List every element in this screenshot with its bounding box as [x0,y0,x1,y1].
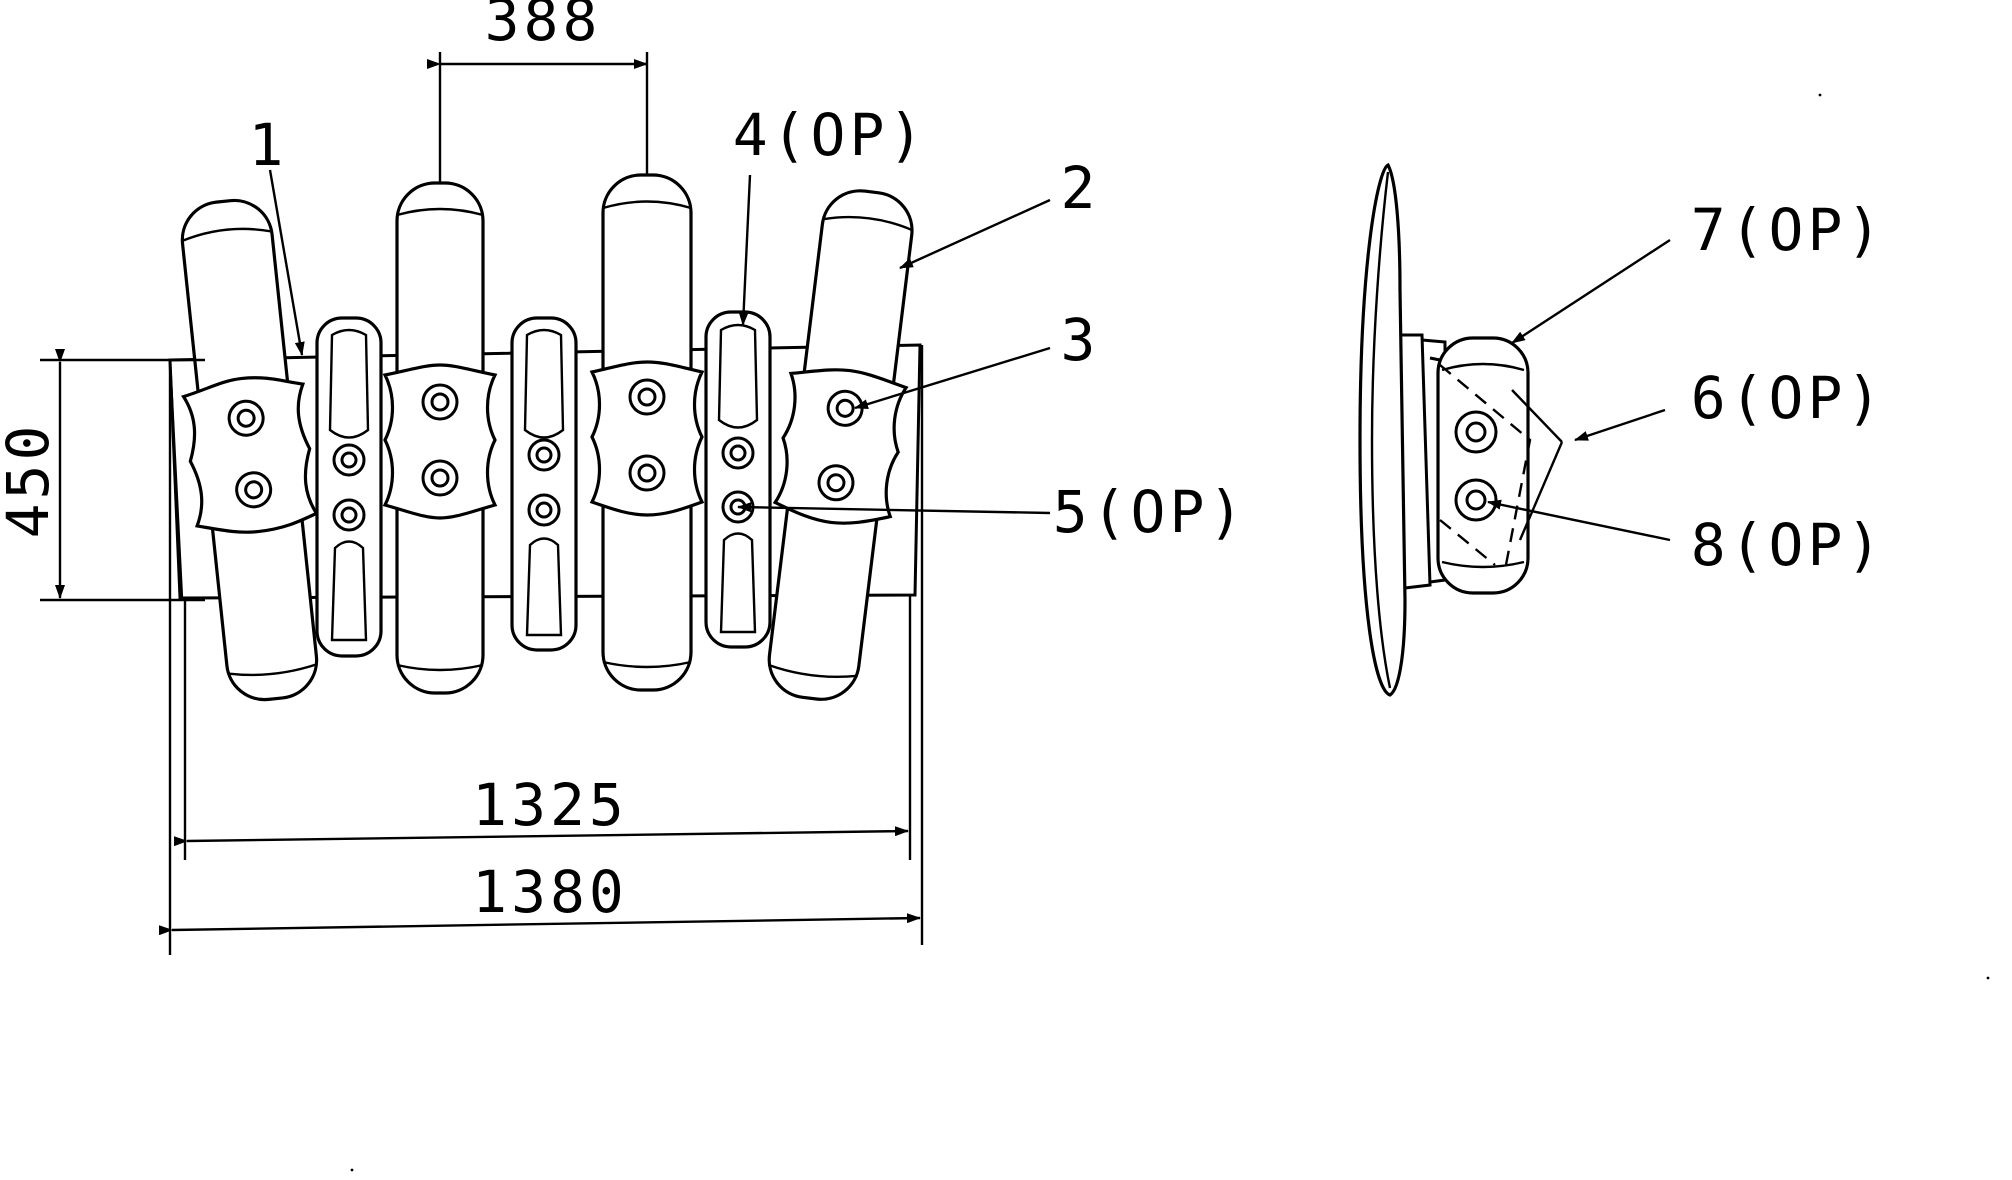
svg-text:4(OP): 4(OP) [733,101,928,169]
dimension-388: 388 [427,0,649,183]
callout-7: 7(OP) [1511,196,1886,345]
speck [1818,93,1822,97]
front-view: 388 450 1325 1380 1 [0,0,1248,955]
svg-text:3: 3 [1061,306,1100,374]
svg-text:1: 1 [249,111,288,179]
callout-1: 1 [249,111,305,356]
side-view: 7(OP) 6(OP) 8(OP) [1358,162,1886,697]
large-handle-1 [180,198,319,702]
svg-text:8(OP): 8(OP) [1691,511,1886,579]
side-holder-body [1436,336,1530,595]
small-holder-b [510,316,578,652]
svg-text:5(OP): 5(OP) [1053,478,1248,546]
dimension-1325: 1325 [173,595,912,860]
side-wall-plate [1358,162,1407,697]
callout-2: 2 [899,154,1100,270]
callout-6: 6(OP) [1511,364,1886,541]
svg-text:2: 2 [1061,154,1100,222]
speck [350,1168,354,1172]
callout-8: 8(OP) [1487,499,1886,579]
svg-text:7(OP): 7(OP) [1691,196,1886,264]
dimension-1380: 1380 [158,345,924,955]
speck [1986,976,1990,980]
dim-1380-label: 1380 [472,858,628,926]
large-handle-2 [382,181,498,695]
dim-388-label: 388 [485,0,602,54]
dim-1325-label: 1325 [472,771,628,839]
callout-5: 5(OP) [737,478,1248,546]
callout-3: 3 [854,306,1100,410]
large-handle-4 [767,189,914,701]
dim-450-label: 450 [0,422,62,539]
large-handle-3 [589,173,705,692]
small-holder-c [704,310,772,649]
small-holder-a [315,316,383,658]
dimension-450: 450 [0,349,205,602]
callout-4: 4(OP) [733,101,928,326]
svg-text:6(OP): 6(OP) [1691,364,1886,432]
